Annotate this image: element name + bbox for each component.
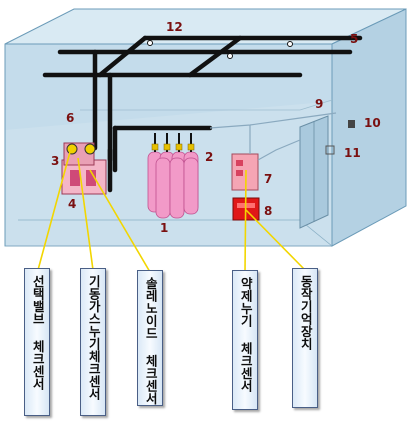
callout-1: 1 — [160, 221, 168, 235]
label-text: 동작기억장치 — [298, 275, 314, 350]
label-selector-valve-check-sensor: 선택밸브 체크센서 — [24, 268, 50, 416]
callout-numbers: 1 2 3 4 5 6 7 8 9 10 11 12 — [51, 20, 381, 235]
ceiling-pipe-network — [42, 35, 363, 193]
callout-4: 4 — [68, 197, 76, 211]
callout-5: 5 — [350, 32, 358, 46]
label-text: 기동가스누기체크센서 — [86, 275, 102, 400]
callout-8: 8 — [264, 204, 272, 218]
wall-devices — [325, 120, 355, 155]
selector-valve-assembly — [61, 142, 107, 195]
leader-lines — [37, 151, 306, 273]
label-gas-leak-check-sensor: 기동가스누기체크센서 — [80, 268, 106, 416]
callout-11: 11 — [344, 146, 361, 160]
callout-3: 3 — [51, 154, 59, 168]
callout-12: 12 — [166, 20, 183, 34]
label-operation-memory-device: 동작기억장치 — [292, 268, 318, 408]
wiring — [209, 112, 337, 161]
callout-10: 10 — [364, 116, 381, 130]
label-solenoid-check-sensor: 솔레노이드 체크센서 — [137, 270, 163, 406]
callout-7: 7 — [264, 172, 272, 186]
callout-9: 9 — [315, 97, 323, 111]
agent-cylinders — [147, 133, 199, 219]
label-agent-leak-check-sensor: 약제누기 체크센서 — [232, 270, 258, 410]
label-text: 선택밸브 체크센서 — [30, 275, 46, 390]
control-panel — [231, 153, 259, 191]
room-right-wall — [331, 8, 407, 247]
label-text: 솔레노이드 체크센서 — [143, 277, 159, 405]
label-text: 약제누기 체크센서 — [238, 277, 254, 392]
nozzles — [147, 40, 293, 59]
callout-6: 6 — [66, 111, 74, 125]
callout-2: 2 — [205, 150, 213, 164]
